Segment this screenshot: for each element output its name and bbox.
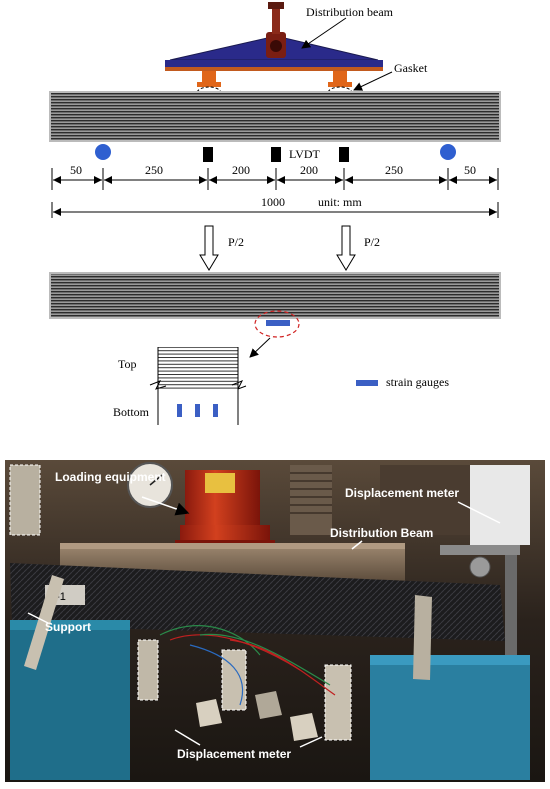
dim-200-left: 200 — [232, 163, 250, 177]
section-detail — [149, 347, 247, 425]
support-right-block — [370, 655, 530, 780]
dim-250-right: 250 — [385, 163, 403, 177]
strain-gauge-callout — [254, 310, 300, 338]
load-arrow-left-icon — [199, 225, 219, 271]
lvdt-mid-icon — [271, 147, 281, 162]
dim-250-left: 250 — [145, 163, 163, 177]
dim-200-right: 200 — [300, 163, 318, 177]
load-right-label: P/2 — [364, 235, 380, 249]
lvdt-right-icon — [339, 147, 349, 162]
dimension-row — [51, 168, 499, 190]
strain-gauge-legend-swatch — [356, 380, 378, 386]
lvdt-label: LVDT — [289, 147, 321, 161]
displacement-meter-top-left-icon — [9, 464, 41, 536]
support-left-block — [10, 620, 130, 780]
test-setup-photo: 1-1 Loading equipment Displacement meter… — [5, 460, 545, 782]
displacement-meter-group — [137, 639, 352, 741]
beam-schematic: Distribution beam Gasket LVDT 50 250 200… — [49, 2, 501, 425]
actuator-rod — [272, 4, 280, 34]
distribution-beam-photo-label: Distribution Beam — [330, 526, 433, 540]
bottom-label: Bottom — [113, 405, 150, 419]
support-left-icon — [95, 144, 111, 160]
unit-label: unit: mm — [318, 195, 362, 209]
dim-50-left: 50 — [70, 163, 82, 177]
dim-50-right: 50 — [464, 163, 476, 177]
displacement-meter-bottom-label: Displacement meter — [177, 747, 291, 761]
support-right-icon — [440, 144, 456, 160]
distribution-beam-label: Distribution beam — [306, 5, 394, 19]
test-beam — [49, 91, 501, 142]
cfrp-beam — [10, 563, 505, 641]
strain-gauge-mid — [266, 320, 290, 326]
gasket-label: Gasket — [394, 61, 428, 75]
total-length-dimension — [51, 202, 499, 218]
load-arrow-right-icon — [336, 225, 356, 271]
lvdt-left-icon — [203, 147, 213, 162]
load-left-label: P/2 — [228, 235, 244, 249]
loading-equipment-label: Loading equipment — [55, 470, 166, 484]
top-label: Top — [118, 357, 137, 371]
distribution-beam — [165, 2, 383, 71]
test-beam-gauged — [49, 272, 501, 319]
support-label: Support — [45, 620, 91, 634]
strain-gauge-legend-label: strain gauges — [386, 375, 449, 389]
total-length-label: 1000 — [261, 195, 285, 209]
displacement-meter-top-label: Displacement meter — [345, 486, 459, 500]
